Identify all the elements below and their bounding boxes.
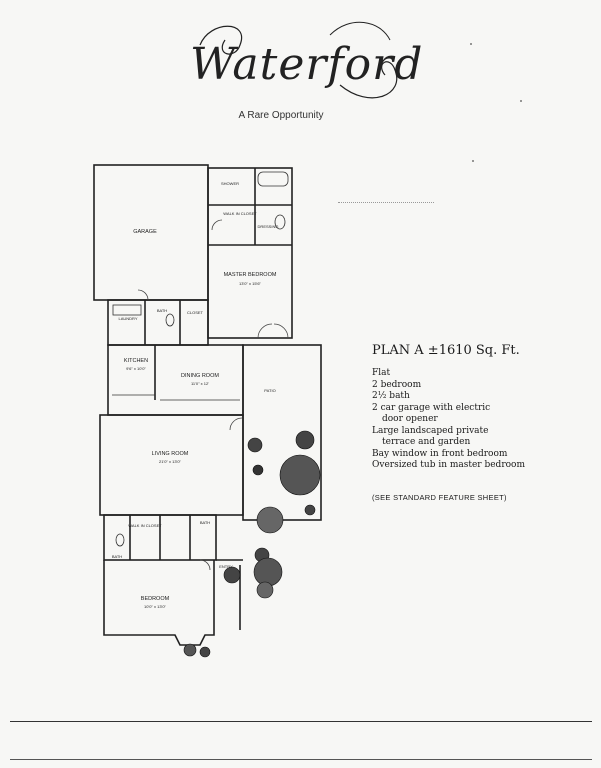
bottom-rule (10, 721, 592, 722)
label-dining-room: DINING ROOM (181, 373, 219, 379)
feature-item: Flat (372, 368, 391, 378)
label-bedroom: BEDROOM (141, 596, 170, 602)
feature-item: 2 car garage with electric (372, 402, 491, 413)
label-dressing: DRESSING (258, 224, 279, 229)
label-dining-room-size: 11'0" x 12' (191, 381, 209, 386)
logo-wordmark: Waterford (190, 39, 424, 90)
scan-speck (472, 160, 474, 162)
label-master-bedroom: MASTER BEDROOM (224, 272, 277, 278)
label-laundry: LAUNDRY (118, 316, 137, 321)
logo-swash-ornament (199, 21, 398, 99)
feature-item: Bay window in front bedroom (372, 448, 508, 459)
label-bedroom-size: 10'0" x 13'0" (144, 604, 167, 609)
feature-item: 2 bedroom (372, 379, 422, 390)
label-master-bedroom-size: 13'0" x 15'6" (239, 281, 262, 286)
label-bath-2: BATH (157, 308, 167, 313)
feature-sheet-note: (SEE STANDARD FEATURE SHEET) (372, 493, 507, 502)
plan-title: PLAN A ±1610 Sq. Ft. (372, 343, 520, 358)
label-garage: GARAGE (133, 229, 157, 235)
bottom-rule-secondary (10, 759, 592, 760)
feature-item: Oversized tub in master bedroom (372, 460, 525, 470)
label-walk-in-closet-2: WALK IN CLOSET (128, 523, 162, 528)
feature-item: door opener (382, 414, 438, 424)
scan-speck (520, 100, 522, 102)
label-bath: BATH (112, 554, 122, 559)
label-living-room: LIVING ROOM (152, 451, 189, 457)
feature-item: terrace and garden (382, 437, 471, 447)
label-walk-in-closet: WALK IN CLOSET (223, 211, 257, 216)
label-living-room-size: 21'0" x 13'0" (159, 459, 182, 464)
label-bath-3: BATH (200, 520, 210, 525)
feature-item: Large landscaped private (372, 425, 489, 436)
label-patio: PATIO (264, 388, 275, 393)
tagline: A Rare Opportunity (238, 110, 324, 121)
label-kitchen-size: 9'6" x 10'0" (126, 366, 146, 371)
feature-item: 2½ bath (372, 391, 410, 401)
label-closet: CLOSET (187, 310, 204, 315)
label-shower: SHOWER (221, 181, 239, 186)
scan-speck (470, 43, 472, 45)
label-entry: ENTRY (219, 564, 233, 569)
divider (338, 202, 434, 203)
label-kitchen: KITCHEN (124, 358, 148, 364)
feature-list: Flat 2 bedroom 2½ bath 2 car garage with… (372, 368, 582, 472)
